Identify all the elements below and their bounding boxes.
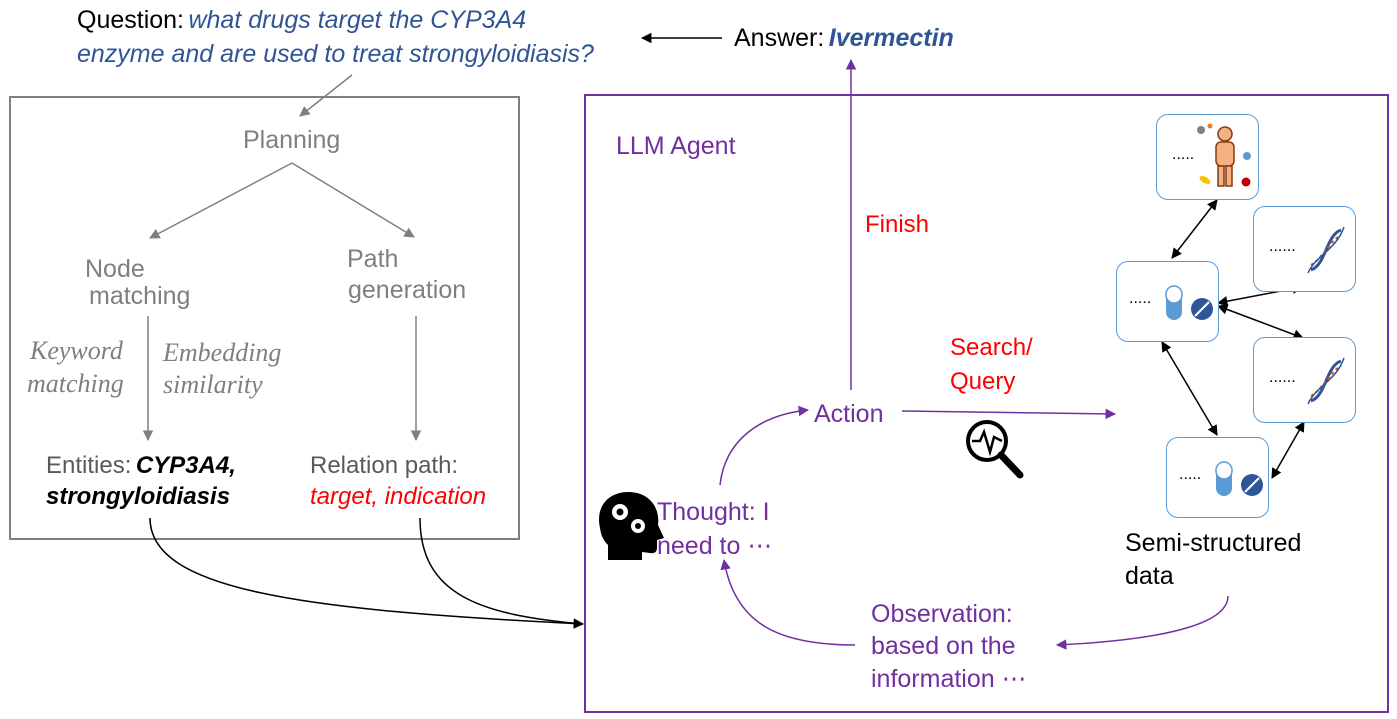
search-signal-icon bbox=[966, 420, 1024, 479]
thought-line1: Thought: I bbox=[657, 498, 770, 526]
node-matching-line1: Node bbox=[85, 255, 145, 283]
data-node-pill-2: ..... bbox=[1166, 437, 1269, 518]
data-node-dna-2: ...... bbox=[1253, 337, 1356, 423]
observation-line1: Observation: bbox=[871, 600, 1013, 628]
answer: Answer: Ivermectin bbox=[734, 24, 954, 53]
data-node-dna-1: ...... bbox=[1253, 206, 1356, 292]
question-label: Question: bbox=[77, 6, 185, 34]
entities-to-agent-curve bbox=[149, 517, 585, 629]
entities: Entities: CYP3A4, bbox=[46, 452, 236, 480]
embedding-similarity-line2: similarity bbox=[163, 370, 263, 399]
question-to-planning-arrow bbox=[299, 74, 353, 117]
data-node-pill-1: ..... bbox=[1116, 261, 1219, 342]
edge-pill1-dna2 bbox=[1217, 304, 1304, 340]
answer-value: Ivermectin bbox=[828, 24, 954, 52]
planning-title: Planning bbox=[243, 126, 341, 154]
thought-line2: need to ⋯ bbox=[657, 532, 773, 560]
semi-structured-line1: Semi-structured bbox=[1125, 529, 1302, 557]
pill-icon bbox=[1165, 285, 1213, 320]
dna-icon bbox=[1307, 357, 1345, 405]
planning-to-path-arrow bbox=[291, 162, 415, 238]
planning-box bbox=[9, 96, 520, 540]
observation-line2: based on the bbox=[871, 632, 1016, 660]
entities-value-line2: strongyloidiasis bbox=[46, 483, 231, 510]
data-to-observation-curve bbox=[1055, 595, 1229, 650]
observation-line3: information ⋯ bbox=[871, 665, 1027, 693]
observation-to-thought-curve bbox=[720, 558, 856, 646]
dna-icon bbox=[1307, 226, 1345, 274]
node-dots: ...... bbox=[1269, 369, 1296, 386]
node-dots: ...... bbox=[1269, 238, 1296, 255]
path-generation-line2: generation bbox=[348, 276, 467, 304]
keyword-matching-line1: Keyword bbox=[30, 336, 123, 365]
action-to-data-arrow bbox=[901, 408, 1117, 420]
semi-structured-line2: data bbox=[1125, 562, 1174, 590]
llm-agent-title: LLM Agent bbox=[616, 132, 736, 160]
pill-icon bbox=[1215, 461, 1263, 496]
brain-gears-icon bbox=[599, 492, 664, 560]
keyword-matching-line2: matching bbox=[27, 369, 124, 398]
path-generation-line1: Path bbox=[347, 245, 399, 273]
node-matching-line2: matching bbox=[89, 282, 191, 310]
question-text-line2: enzyme and are used to treat strongyloid… bbox=[77, 40, 594, 68]
finish-label: Finish bbox=[865, 211, 930, 238]
node-dots: ..... bbox=[1179, 466, 1202, 483]
planning-to-node-arrow bbox=[149, 162, 293, 239]
search-query-line2: Query bbox=[950, 368, 1016, 395]
edge-body-pill1 bbox=[1171, 199, 1218, 259]
question-text-line1: what drugs target the CYP3A4 bbox=[188, 6, 527, 34]
node-dots: ..... bbox=[1172, 146, 1195, 163]
action-label: Action bbox=[814, 400, 884, 428]
answer-label: Answer: bbox=[734, 24, 825, 52]
entities-value-line1: CYP3A4, bbox=[135, 452, 236, 479]
relation-path-label: Relation path: bbox=[310, 452, 459, 479]
relation-path-value: target, indication bbox=[310, 483, 487, 510]
edge-dna2-pill2 bbox=[1271, 421, 1305, 479]
llm-agent-box bbox=[584, 94, 1389, 713]
edge-pill1-pill2 bbox=[1161, 341, 1218, 436]
node-dots: ..... bbox=[1129, 290, 1152, 307]
entities-label: Entities: bbox=[46, 452, 132, 479]
data-node-body: ..... bbox=[1156, 114, 1259, 200]
thought-to-action-curve bbox=[719, 405, 810, 486]
search-query-line1: Search/ bbox=[950, 334, 1033, 361]
human-body-icon bbox=[1197, 123, 1251, 187]
embedding-similarity-line1: Embedding bbox=[163, 338, 282, 367]
relation-to-agent-curve bbox=[419, 517, 584, 625]
question: Question: what drugs target the CYP3A4 bbox=[77, 6, 526, 35]
